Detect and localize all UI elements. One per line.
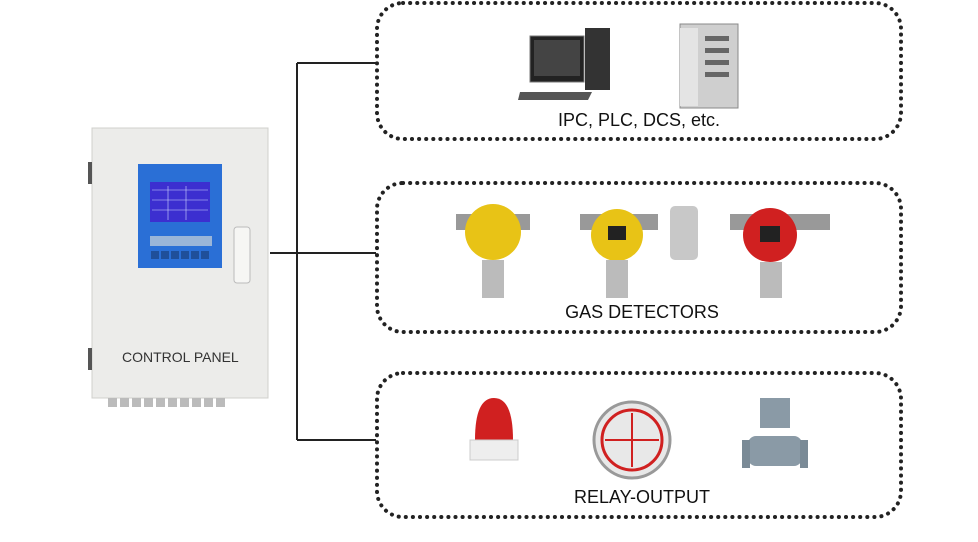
group-label-controllers: IPC, PLC, DCS, etc.: [557, 110, 721, 130]
connection-lines: [270, 62, 376, 441]
server-cabinet-icon: [679, 23, 739, 109]
computer-icon: [518, 28, 610, 100]
group-box-relay: [375, 371, 903, 519]
alarm-light-icon: [469, 398, 519, 461]
group-box-controllers: [375, 1, 903, 141]
group-label-detectors: GAS DETECTORS: [565, 302, 719, 322]
control-panel-label: CONTROL PANEL: [122, 349, 239, 365]
panel-handle: [233, 226, 251, 284]
gas-detector-yellow-icon: [456, 204, 530, 298]
exhaust-fan-icon: [592, 400, 672, 480]
gas-detector-display-icon: [580, 206, 698, 298]
gas-detector-red-icon: [730, 208, 830, 298]
control-panel: [88, 127, 269, 407]
solenoid-valve-icon: [742, 398, 808, 468]
group-box-detectors: [375, 181, 903, 334]
group-label-relay: RELAY-OUTPUT: [573, 487, 711, 507]
